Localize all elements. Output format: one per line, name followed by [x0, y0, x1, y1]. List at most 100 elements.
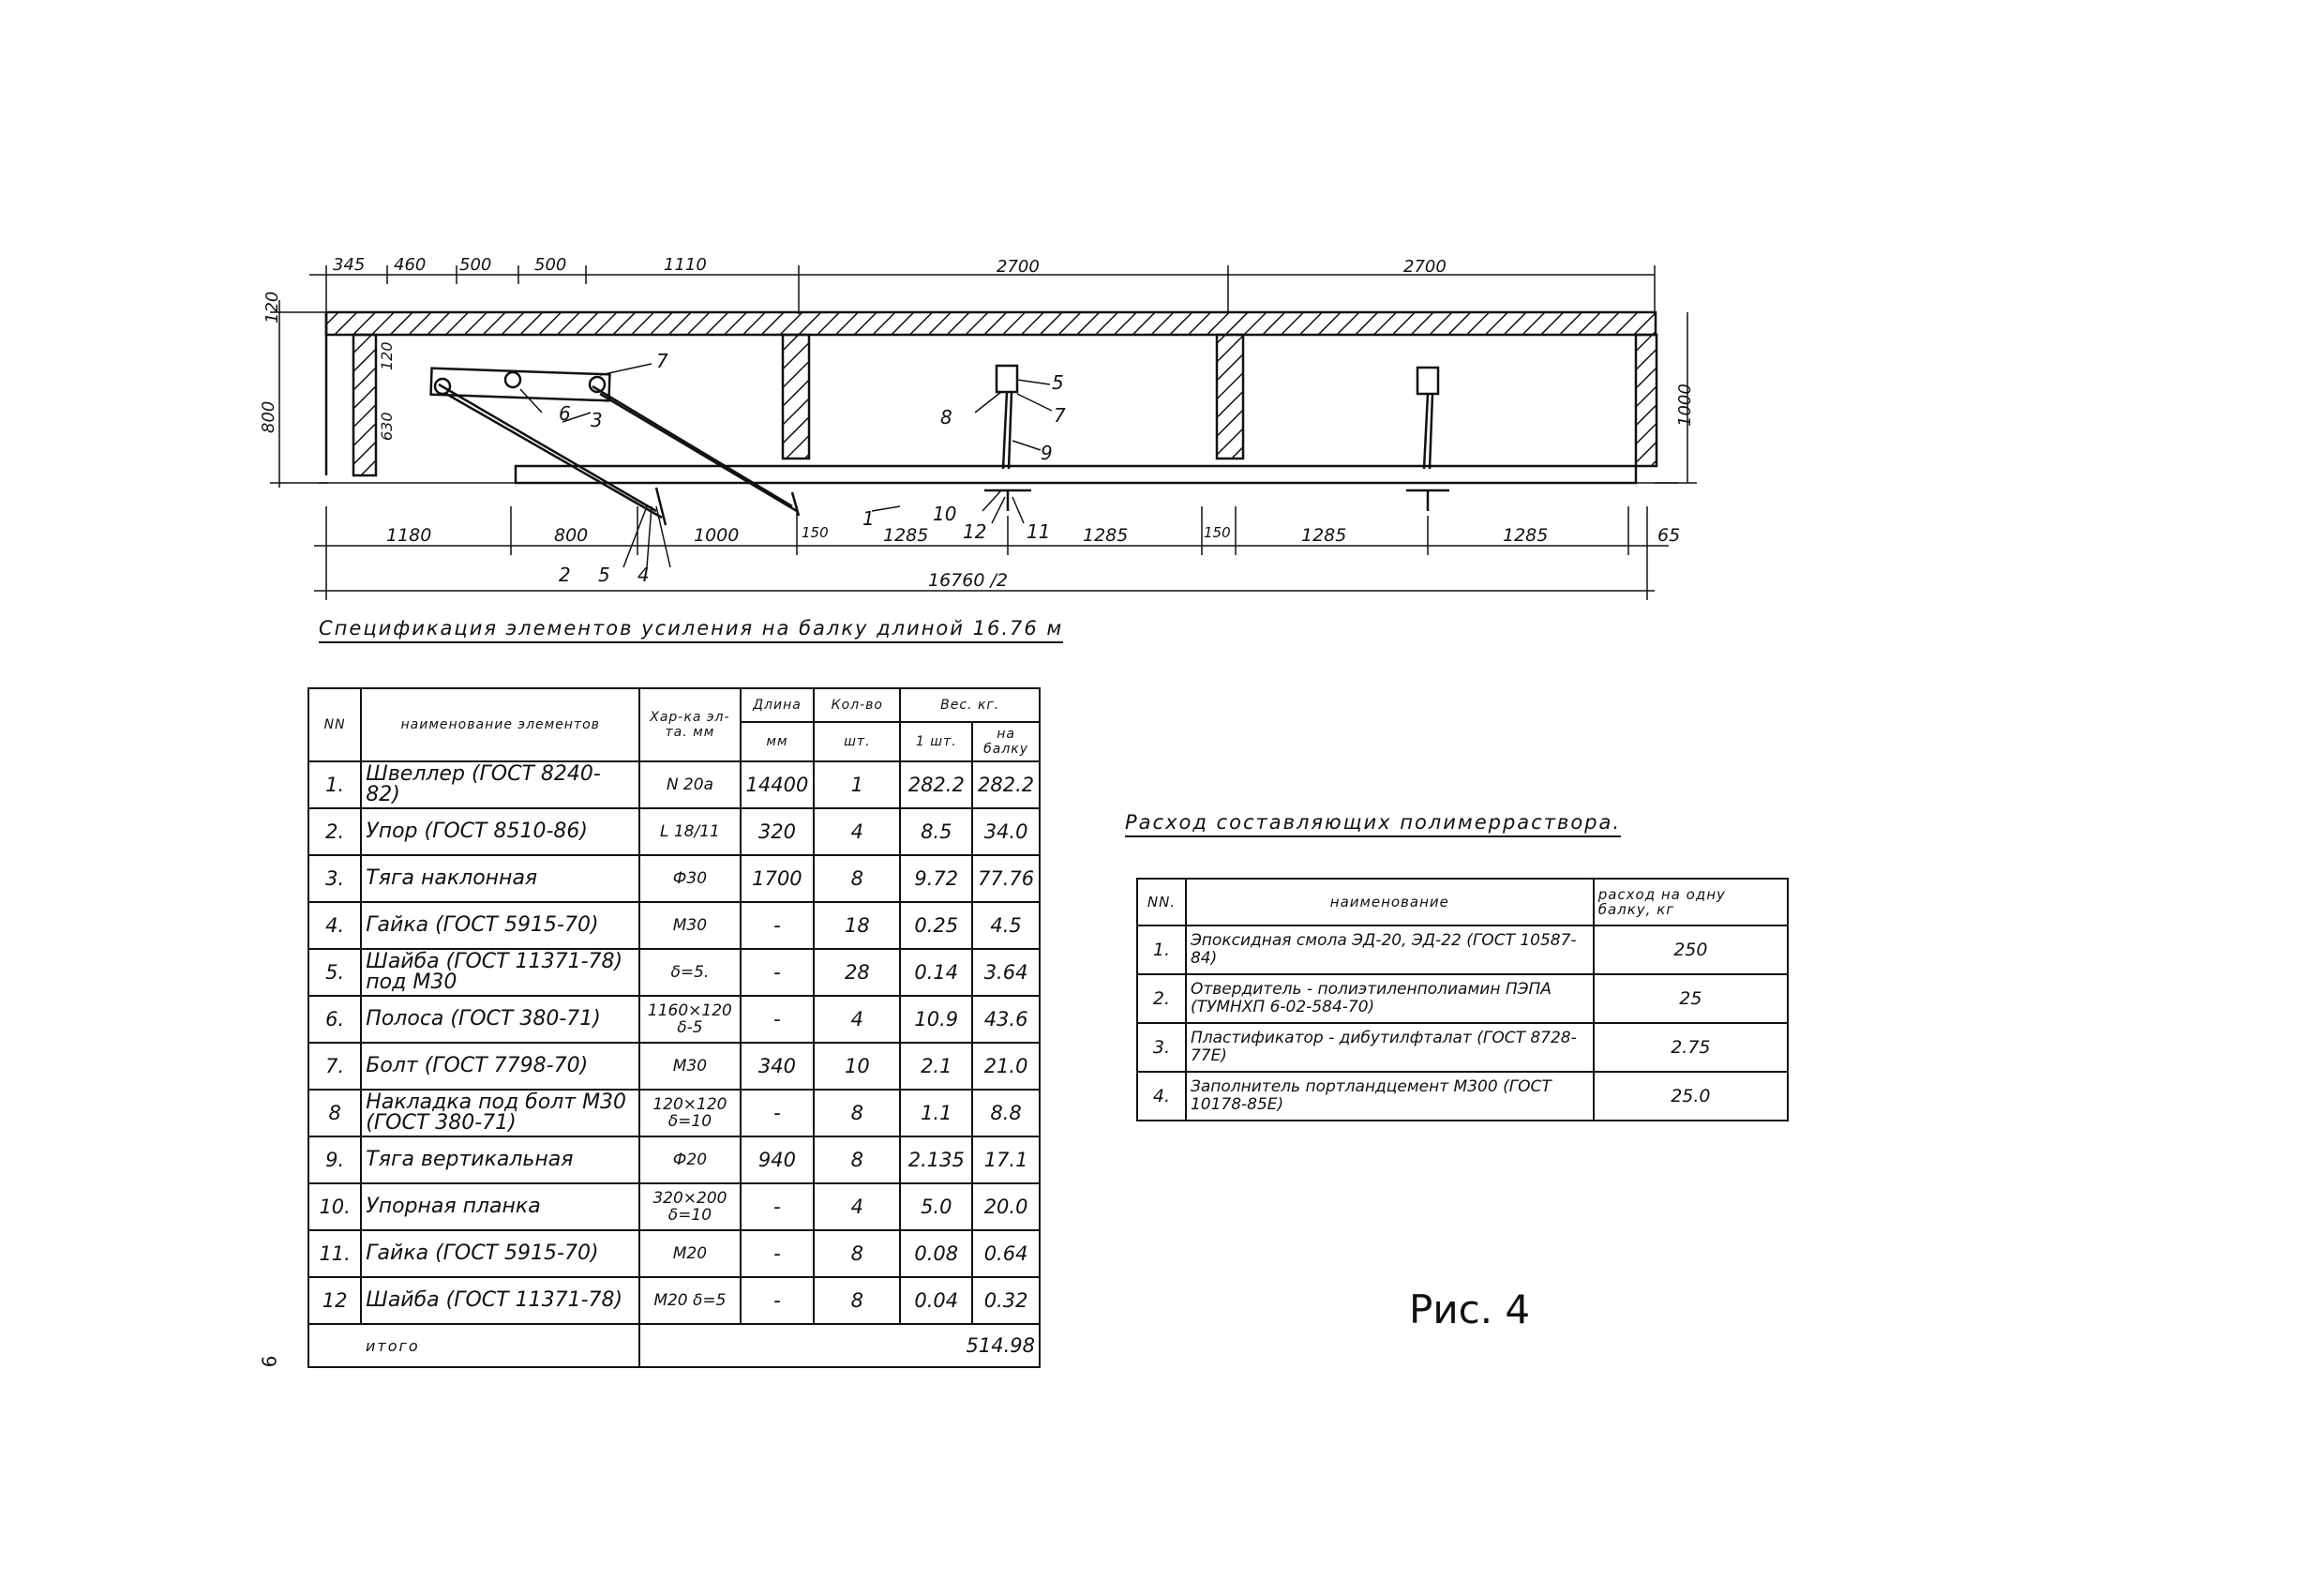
component-rate: 250: [1592, 925, 1790, 975]
element-qty: 1: [813, 760, 902, 809]
total-label: итого: [307, 1323, 641, 1368]
element-name: Шайба (ГОСТ 11371-78) под М30: [360, 948, 641, 997]
dim-text: 1285: [1503, 525, 1548, 546]
weight-one: 10.9: [899, 995, 974, 1044]
col-weight-one: 1 шт.: [899, 721, 974, 762]
weight-beam: 3.64: [971, 948, 1041, 997]
element-qty: 4: [813, 1182, 902, 1231]
dim-text: 460: [394, 255, 426, 275]
weight-beam: 77.76: [971, 854, 1041, 903]
dim-text: 1000: [1675, 384, 1695, 427]
element-length: -: [739, 948, 816, 997]
element-qty: 28: [813, 948, 902, 997]
inclined-rods: [429, 367, 801, 526]
dim-text: 16760 /2: [928, 570, 1008, 591]
element-length: 14400: [739, 760, 816, 809]
dim-text: 2700: [997, 257, 1040, 277]
element-name: Накладка под болт М30 (ГОСТ 380-71): [360, 1089, 641, 1137]
element-char: δ=5.: [638, 948, 742, 997]
weight-beam: 21.0: [971, 1042, 1041, 1091]
weight-beam: 34.0: [971, 807, 1041, 856]
table-row: 3.Пластификатор - дибутилфталат (ГОСТ 87…: [1136, 1022, 1790, 1073]
weight-one: 5.0: [899, 1182, 974, 1231]
component-name: Отвердитель - полиэтиленполиамин ПЭПА (Т…: [1184, 973, 1595, 1024]
element-length: 340: [739, 1042, 816, 1091]
dim-text: 345: [333, 255, 365, 275]
dim-text: 800: [554, 525, 588, 546]
callout-label: 12: [963, 520, 986, 543]
row-number: 1.: [307, 760, 363, 809]
element-name: Упор (ГОСТ 8510-86): [360, 807, 641, 856]
weight-beam: 8.8: [971, 1089, 1041, 1137]
row-number: 5.: [307, 948, 363, 997]
component-name: Пластификатор - дибутилфталат (ГОСТ 8728…: [1184, 1022, 1595, 1073]
dim-text: 65: [1657, 525, 1680, 546]
element-char: L 18/11: [638, 807, 742, 856]
beam-reinforcement-drawing: 345 460 500 500 1110 2700 2700 120 800 1…: [259, 255, 1697, 600]
col-nn: NN.: [1136, 878, 1187, 926]
beam-outline: [324, 310, 1658, 477]
col-length: Длина: [739, 687, 816, 723]
callout-label: 5: [1052, 371, 1064, 394]
weight-beam: 282.2: [971, 760, 1041, 809]
callout-label: 4: [637, 564, 650, 586]
weight-beam: 0.32: [971, 1276, 1041, 1325]
dim-text: 800: [259, 401, 278, 433]
element-char: М20: [638, 1229, 742, 1278]
row-number: 4.: [307, 901, 363, 950]
page-number: 9: [257, 1355, 280, 1368]
callout-label: 7: [1054, 404, 1066, 427]
component-rate: 25: [1592, 973, 1790, 1024]
component-name: Заполнитель портландцемент М300 (ГОСТ 10…: [1184, 1071, 1595, 1121]
element-qty: 8: [813, 1089, 902, 1137]
table-row: 2.Отвердитель - полиэтиленполиамин ПЭПА …: [1136, 973, 1790, 1024]
col-length-unit: мм: [739, 721, 816, 762]
element-name: Швеллер (ГОСТ 8240-82): [360, 760, 641, 809]
element-length: -: [739, 1089, 816, 1137]
element-qty: 8: [813, 854, 902, 903]
col-char: Хар-ка эл-та. мм: [638, 687, 742, 762]
dim-text: 2700: [1403, 257, 1447, 277]
weight-one: 0.25: [899, 901, 974, 950]
component-name: Эпоксидная смола ЭД-20, ЭД-22 (ГОСТ 1058…: [1184, 925, 1595, 975]
row-number: 11.: [307, 1229, 363, 1278]
element-name: Гайка (ГОСТ 5915-70): [360, 901, 641, 950]
element-length: -: [739, 901, 816, 950]
element-name: Тяга вертикальная: [360, 1136, 641, 1184]
element-length: -: [739, 1182, 816, 1231]
element-char: М20 δ=5: [638, 1276, 742, 1325]
element-name: Болт (ГОСТ 7798-70): [360, 1042, 641, 1091]
element-length: -: [739, 1276, 816, 1325]
weight-one: 0.14: [899, 948, 974, 997]
dim-text: 150: [802, 524, 829, 541]
channel-element: [514, 464, 1638, 485]
element-name: Полоса (ГОСТ 380-71): [360, 995, 641, 1044]
element-qty: 8: [813, 1136, 902, 1184]
dim-text: 500: [534, 255, 566, 275]
dim-text: 150: [1204, 524, 1231, 541]
component-rate: 2.75: [1592, 1022, 1790, 1073]
spec-title: Спецификация элементов усиления на балку…: [319, 617, 1064, 643]
dim-text: 1285: [1083, 525, 1128, 546]
weight-beam: 4.5: [971, 901, 1041, 950]
col-rate: расход на одну балку, кг: [1592, 878, 1790, 926]
total-value: 514.98: [638, 1323, 1041, 1368]
row-number: 3.: [307, 854, 363, 903]
consumption-title: Расход составляющих полимерраствора.: [1125, 811, 1622, 837]
weight-beam: 43.6: [971, 995, 1041, 1044]
row-number: 7.: [307, 1042, 363, 1091]
element-length: 1700: [739, 854, 816, 903]
weight-one: 9.72: [899, 854, 974, 903]
dim-text: 1285: [1301, 525, 1346, 546]
row-number: 12: [307, 1276, 363, 1325]
element-qty: 10: [813, 1042, 902, 1091]
total-row: итого 514.98: [307, 1323, 1041, 1368]
callout-label: 8: [940, 406, 952, 429]
